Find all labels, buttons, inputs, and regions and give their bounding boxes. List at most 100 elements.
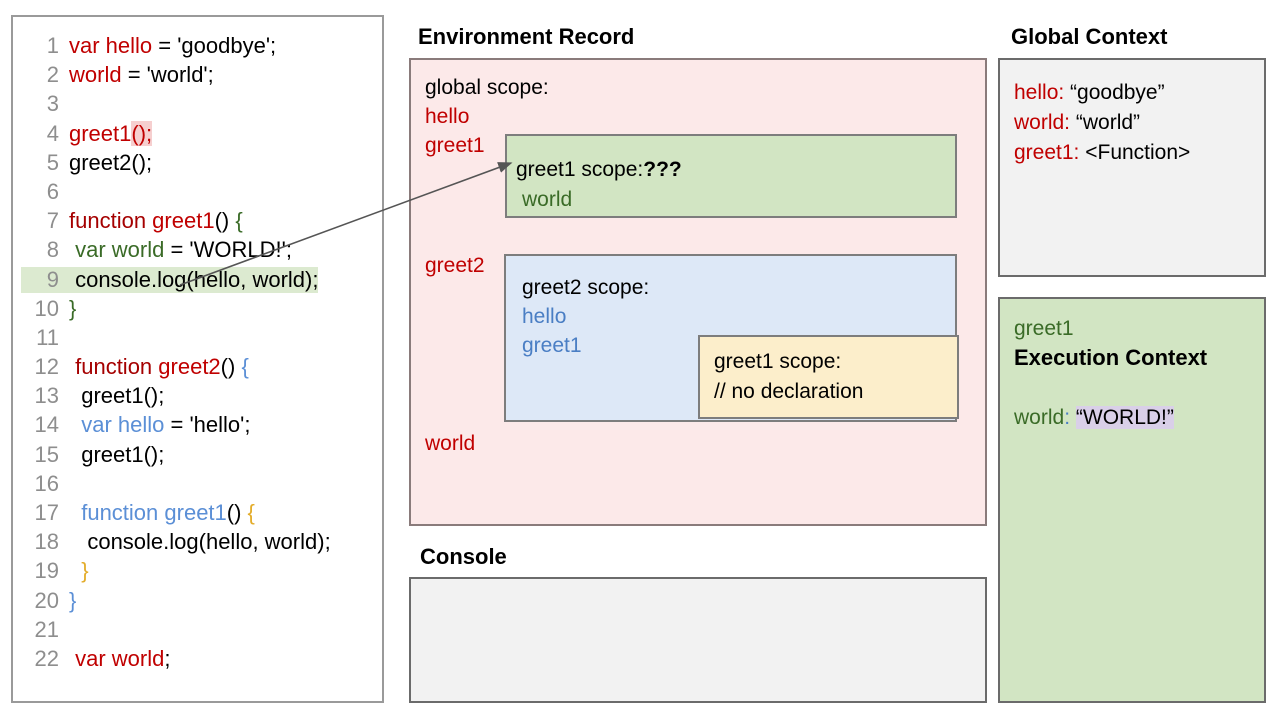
global-context-row: hello: “goodbye” [1014, 81, 1165, 105]
greet1-scope-unknown-marker: ??? [643, 158, 682, 181]
global-context-row: greet1: <Function> [1014, 141, 1190, 165]
global-binding-hello: hello [425, 105, 470, 128]
line-number: 1 [46, 33, 59, 58]
line-number: 4 [46, 120, 59, 146]
code-token: var world [69, 237, 165, 263]
execution-context-panel: greet1 Execution Context world: “WORLD!” [998, 297, 1266, 703]
code-line[interactable]: 12 function greet2() { [21, 354, 378, 383]
global-context-key: greet1: [1014, 141, 1080, 164]
code-line[interactable]: 6 [21, 179, 378, 208]
code-token: = 'world'; [121, 62, 214, 88]
code-token: } [69, 558, 89, 584]
code-token: () [226, 500, 248, 525]
line-number: 2 [46, 62, 59, 88]
nested-greet1-scope-box: greet1 scope: // no declaration [698, 335, 959, 419]
greet1-scope-label: greet1 scope: [516, 158, 644, 181]
code-token: greet2 [158, 354, 221, 380]
code-token: console. [69, 266, 158, 292]
code-line[interactable]: 13 greet1(); [21, 383, 378, 412]
execution-context-variable-colon: : [1064, 406, 1071, 429]
code-token: = 'WORLD!'; [164, 237, 292, 263]
code-line-text: world = 'world'; [59, 62, 214, 88]
code-token: var hello [69, 33, 153, 58]
greet2-scope-binding-hello: hello [522, 305, 567, 328]
greet2-scope-binding-greet1: greet1 [522, 334, 582, 357]
code-token: { [235, 208, 243, 234]
code-token: (); [131, 120, 153, 146]
code-line[interactable]: 14 var hello = 'hello'; [21, 412, 378, 441]
global-context-value: <Function> [1079, 141, 1191, 164]
line-number: 18 [34, 529, 59, 555]
environment-record-panel: global scope: hello greet1 greet2 world … [409, 58, 987, 526]
line-number: 16 [34, 470, 59, 496]
global-context-key: hello: [1014, 81, 1065, 104]
code-line[interactable]: 10} [21, 296, 378, 325]
greet1-scope-label-row: greet1 scope:??? [516, 158, 682, 182]
code-line-text: greet1(); [59, 442, 164, 468]
code-token: { [241, 354, 249, 380]
execution-context-variable-key: world [1014, 406, 1065, 429]
code-line-text: function greet1() { [59, 208, 243, 234]
line-number: 19 [34, 558, 59, 584]
global-context-value: “goodbye” [1064, 81, 1165, 104]
code-line[interactable]: 21 [21, 617, 378, 646]
environment-record-title: Environment Record [418, 24, 635, 49]
code-line-text: console.log(hello, world); [59, 529, 330, 555]
global-scope-label: global scope: [425, 76, 549, 99]
console-output [411, 579, 985, 595]
code-line[interactable]: 4 greet1(); [21, 120, 378, 150]
code-line[interactable]: 22 var world; [21, 646, 378, 675]
line-number: 8 [46, 237, 59, 263]
global-context-title: Global Context [1011, 24, 1168, 49]
code-token: world [69, 62, 122, 88]
greet2-scope-box: greet2 scope: hello greet1 greet1 scope:… [504, 254, 959, 422]
code-line-text: } [59, 558, 89, 584]
line-number: 21 [34, 616, 59, 642]
code-line-text: var hello = 'hello'; [59, 412, 250, 438]
code-line-text: } [59, 296, 76, 322]
code-token: log(hello, world); [157, 266, 319, 292]
code-line-text: var hello = 'goodbye'; [59, 33, 276, 59]
code-line-text: var world; [59, 646, 170, 672]
code-line[interactable]: 18 console.log(hello, world); [21, 529, 378, 558]
greet2-scope-label: greet2 scope: [522, 276, 650, 299]
console-panel[interactable] [409, 577, 987, 703]
code-token: var hello [69, 412, 165, 438]
code-line-text: } [59, 588, 76, 614]
line-number: 3 [46, 91, 59, 117]
global-context-key: world: [1014, 111, 1071, 134]
line-number: 14 [34, 412, 59, 438]
line-number: 20 [34, 587, 59, 613]
line-number: 6 [46, 178, 59, 204]
code-line-text: greet2(); [59, 150, 152, 176]
nested-greet1-scope-note: // no declaration [714, 380, 864, 403]
code-token: greet1 [69, 120, 132, 146]
code-token: = 'goodbye'; [152, 33, 277, 58]
code-line[interactable]: 11 [21, 325, 378, 354]
line-number: 11 [36, 324, 59, 350]
code-line-text: greet1(); [59, 383, 164, 409]
line-number: 12 [34, 354, 59, 380]
code-line[interactable]: 3 [21, 91, 378, 120]
global-binding-world: world [425, 432, 476, 455]
code-line-text: var world = 'WORLD!'; [59, 237, 292, 263]
code-line[interactable]: 20} [21, 588, 378, 617]
code-line[interactable]: 17 function greet1() { [21, 500, 378, 529]
code-line[interactable]: 19 } [21, 558, 378, 587]
code-line[interactable]: 9 console.log(hello, world); [21, 266, 378, 296]
line-number: 10 [34, 295, 59, 321]
line-number: 15 [34, 441, 59, 467]
code-token: greet1(); [69, 383, 165, 409]
code-token: greet1(); [69, 441, 165, 467]
global-binding-greet1: greet1 [425, 134, 485, 157]
greet1-scope-box: greet1 scope:??? world [505, 134, 957, 218]
code-line[interactable]: 16 [21, 471, 378, 500]
code-line[interactable]: 8 var world = 'WORLD!'; [21, 237, 378, 266]
code-line[interactable]: 15 greet1(); [21, 442, 378, 471]
